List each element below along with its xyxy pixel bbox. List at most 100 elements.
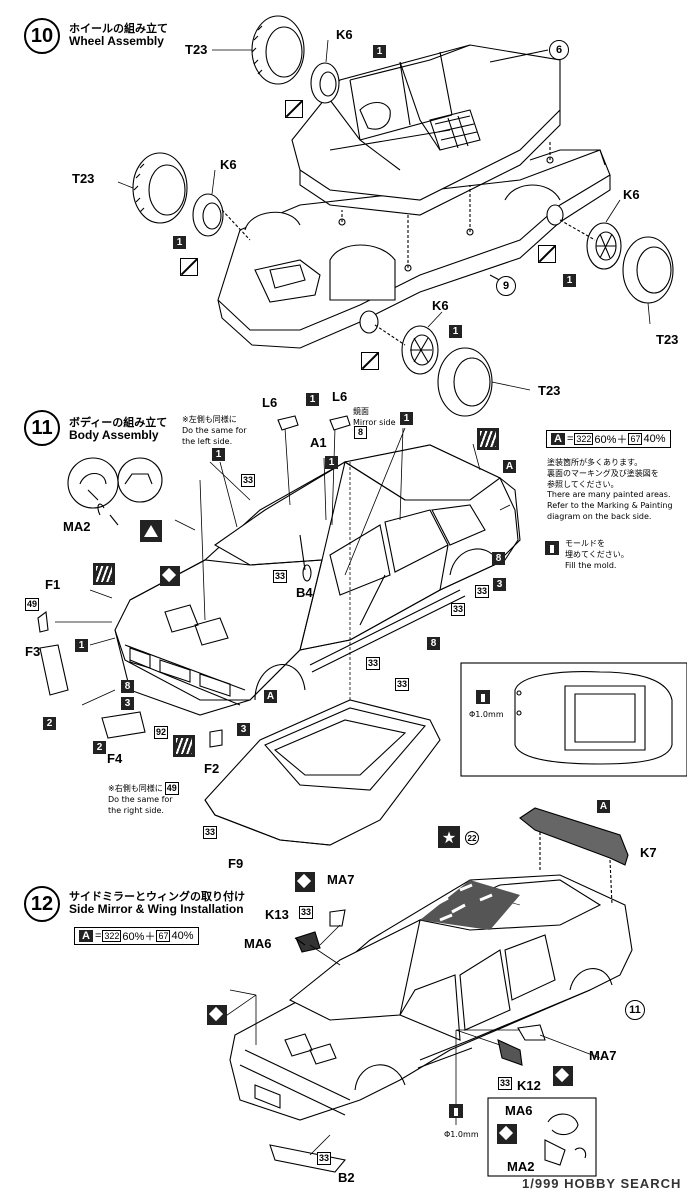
step11-title-en: Body Assembly: [69, 428, 159, 442]
part-box-49-a: 49: [25, 598, 40, 611]
part-box-33-f9: 33: [203, 826, 218, 839]
a-letter-box-1: A: [503, 460, 516, 473]
diamond-decal-icon: [295, 872, 315, 892]
step12-car-drawing: [229, 874, 633, 1121]
step10-chassis-drawing: [217, 44, 611, 349]
paint-stripe-icon: [93, 563, 115, 585]
label-t23-left: T23: [72, 171, 95, 186]
diamond-decal-icon: [553, 1066, 573, 1086]
part-box-92: 92: [154, 726, 169, 739]
label-k6-bottom: K6: [432, 298, 449, 313]
step11-number: 11: [24, 410, 60, 446]
no-glue-icon: [361, 352, 379, 370]
label-ma6-top: MA6: [244, 936, 272, 951]
mold-fill-icon: [449, 1104, 463, 1118]
step12-title-en: Side Mirror & Wing Installation: [69, 902, 244, 916]
mirror-side-note: 鏡面 Mirror side: [353, 407, 396, 427]
part-box-1-bottom: 1: [449, 325, 462, 338]
label-k6-top: K6: [336, 27, 353, 42]
diamond-decal-icon: [207, 1005, 227, 1025]
label-ma7-bottom: MA7: [589, 1048, 617, 1063]
no-glue-icon: [538, 245, 556, 263]
note-left-side: ※左側も同様に Do the same for the left side.: [182, 415, 247, 446]
label-b2: B2: [338, 1170, 355, 1185]
wheel-top: [251, 15, 340, 104]
part-box-1-right: 1: [563, 274, 576, 287]
part-11-circle: 11: [625, 1000, 645, 1020]
part-box-3-front: 3: [121, 697, 134, 710]
label-f3: F3: [25, 644, 41, 659]
drill-size-11: Φ1.0mm: [469, 710, 504, 719]
part-box-1-l6a: 1: [306, 393, 319, 406]
a-letter-wing: A: [597, 800, 610, 813]
no-glue-icon: [180, 258, 198, 276]
part-box-33-k12: 33: [498, 1077, 513, 1090]
label-k12: K12: [517, 1078, 541, 1093]
wing-drawing: [519, 807, 629, 906]
step12-number: 12: [24, 886, 60, 922]
step12-title-jp: サイドミラーとウィングの取り付け: [69, 890, 245, 903]
mold-fill-icon: [476, 690, 490, 704]
part-box-33-c: 33: [475, 585, 490, 598]
part-box-1-left: 1: [212, 448, 225, 461]
label-f1: F1: [45, 577, 61, 592]
wheel-right: [546, 204, 674, 304]
label-f4: F4: [107, 751, 123, 766]
a-letter-box-2: A: [264, 690, 277, 703]
part-box-33-e: 33: [366, 657, 381, 670]
paint-stripe-icon: [477, 428, 499, 450]
part-box-1-a1: 1: [325, 456, 338, 469]
part-box-33-b: 33: [273, 570, 288, 583]
roof-panel-drawing: [204, 460, 441, 846]
triangle-parts-icon: [140, 520, 162, 542]
mold-fill-icon: [545, 541, 559, 555]
step10-number: 10: [24, 18, 60, 54]
wheel-front-bottom: [359, 310, 493, 417]
no-glue-icon: [285, 100, 303, 118]
diamond-decal-icon: [160, 566, 180, 586]
diamond-decal-icon: [497, 1124, 517, 1144]
label-ma2-inset: MA2: [507, 1159, 535, 1174]
ma2-inset-drawing: [67, 457, 163, 526]
step11-body-drawing: [114, 444, 521, 716]
label-l6-a: L6: [262, 395, 278, 410]
part-22-circle: 22: [465, 831, 479, 845]
paint-stripe-icon: [173, 735, 195, 757]
part-box-8-front: 8: [121, 680, 134, 693]
label-ma7-top: MA7: [327, 872, 355, 887]
part-box-8-rear: 8: [492, 552, 505, 565]
part-box-1-left: 1: [173, 236, 186, 249]
label-l6-b: L6: [332, 389, 348, 404]
label-k7: K7: [640, 845, 657, 860]
part-box-33-b2: 33: [317, 1152, 332, 1165]
part-box-2-b: 2: [93, 741, 106, 754]
part-box-1-top: 1: [373, 45, 386, 58]
label-k6-left: K6: [220, 157, 237, 172]
part-box-8-mirror: 8: [354, 426, 367, 439]
label-ma2: MA2: [63, 519, 91, 534]
watermark: 1/999 HOBBY SEARCH: [522, 1176, 682, 1191]
drill-size-12: Φ1.0mm: [444, 1130, 479, 1139]
part-box-2-a: 2: [43, 717, 56, 730]
label-k13: K13: [265, 907, 289, 922]
label-t23-right: T23: [656, 332, 679, 347]
label-t23-bottom: T23: [538, 383, 561, 398]
part-box-3-rear: 3: [493, 578, 506, 591]
step10-title-jp: ホイールの組み立て: [69, 22, 168, 35]
step11-title-jp: ボディーの組み立て: [69, 416, 168, 429]
label-f2: F2: [204, 761, 220, 776]
part-box-1-roof: 1: [400, 412, 413, 425]
part-9-circle: 9: [496, 276, 516, 296]
label-k6-right: K6: [623, 187, 640, 202]
part-6-circle: 6: [549, 40, 569, 60]
label-t23-top: T23: [185, 42, 208, 57]
label-b4: B4: [296, 585, 313, 600]
label-a1: A1: [310, 435, 327, 450]
part-box-8-door: 8: [427, 637, 440, 650]
step10-title-en: Wheel Assembly: [69, 34, 164, 48]
painted-areas-note: 塗装箇所が多くあります。 裏面のマーキング及び塗装図を 参照してください。 Th…: [547, 458, 673, 521]
